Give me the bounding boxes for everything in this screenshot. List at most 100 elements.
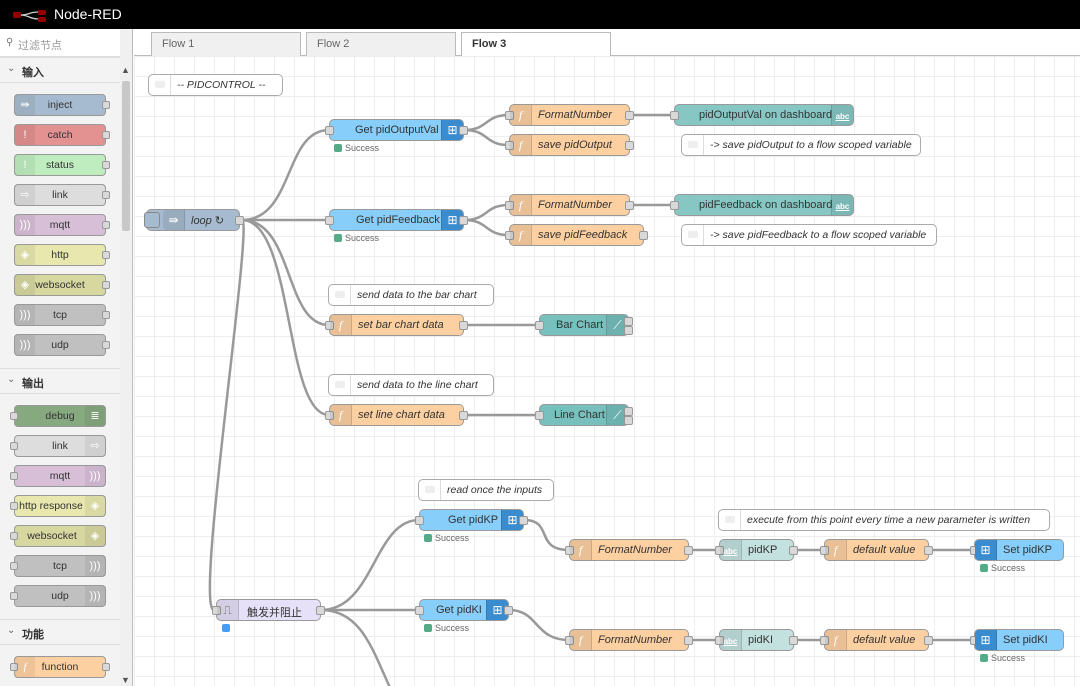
output-port[interactable]	[684, 636, 693, 645]
pidki-input-node[interactable]: abc pidKI	[715, 629, 798, 651]
comment-read-once[interactable]: read once the inputs	[418, 479, 554, 501]
input-port[interactable]	[535, 411, 544, 420]
input-port[interactable]	[212, 606, 221, 615]
palette-node-http-in[interactable]: ◈ http	[14, 244, 110, 266]
input-port[interactable]	[325, 411, 334, 420]
palette-node-websocket-in[interactable]: ◈ websocket	[14, 274, 110, 296]
output-port[interactable]	[235, 216, 244, 225]
pidfeedback-dashboard-node[interactable]: pidFeedback on dashboard abc	[670, 194, 854, 216]
palette-node-link-out[interactable]: link ⇨	[10, 435, 106, 457]
output-port[interactable]	[789, 546, 798, 555]
input-port[interactable]	[505, 201, 514, 210]
output-port[interactable]	[624, 407, 633, 416]
input-port[interactable]	[325, 126, 334, 135]
palette-node-status[interactable]: ! status	[14, 154, 110, 176]
output-port[interactable]	[459, 321, 468, 330]
input-port[interactable]	[505, 141, 514, 150]
input-port[interactable]	[670, 111, 679, 120]
output-port[interactable]	[684, 546, 693, 555]
palette-node-debug[interactable]: debug ≣	[10, 405, 106, 427]
input-port[interactable]	[325, 321, 334, 330]
line-chart-node[interactable]: Line Chart ⟋	[535, 404, 633, 426]
filter-placeholder[interactable]: 过滤节点	[18, 40, 62, 52]
output-port[interactable]	[789, 636, 798, 645]
category-output[interactable]: ⌄ 输出	[0, 368, 120, 394]
inject-button[interactable]	[144, 212, 160, 228]
default-value-ki-node[interactable]: f default value	[820, 629, 933, 651]
set-bar-chart-data-node[interactable]: f set bar chart data	[325, 314, 468, 336]
comment-save-pidfeedback[interactable]: -> save pidFeedback to a flow scoped var…	[681, 224, 937, 246]
formatnumber-ki-node[interactable]: f FormatNumber	[565, 629, 693, 651]
palette-node-mqtt-in[interactable]: ))) mqtt	[14, 214, 110, 236]
trigger-node[interactable]: ⎍ 触发并阻止	[212, 599, 325, 621]
set-pidkp-node[interactable]: ⊞ Set pidKP	[970, 539, 1064, 561]
save-pidfeedback-node[interactable]: f save pidFeedback	[505, 224, 648, 246]
scrollbar-thumb[interactable]	[122, 81, 130, 231]
pidoutputval-dashboard-node[interactable]: pidOutputVal on dashboard abc	[670, 104, 854, 126]
input-port[interactable]	[505, 111, 514, 120]
input-port[interactable]	[415, 606, 424, 615]
get-pidki-node[interactable]: Get pidKI ⊞	[415, 599, 513, 621]
input-port[interactable]	[565, 546, 574, 555]
output-port[interactable]	[924, 636, 933, 645]
input-port[interactable]	[820, 546, 829, 555]
palette-node-link-in[interactable]: ⇨ link	[14, 184, 110, 206]
flow-canvas[interactable]: -- PIDCONTROL -- -> save pidOutput to a …	[134, 56, 1080, 686]
set-pidki-node[interactable]: ⊞ Set pidKI	[970, 629, 1064, 651]
tab-flow-3[interactable]: Flow 3	[461, 32, 611, 57]
output-port[interactable]	[624, 416, 633, 425]
output-port[interactable]	[639, 231, 648, 240]
default-value-kp-node[interactable]: f default value	[820, 539, 933, 561]
output-port[interactable]	[459, 126, 468, 135]
palette-scrollbar[interactable]: ▲ ▼	[120, 29, 132, 686]
category-function[interactable]: ⌄ 功能	[0, 619, 120, 645]
comment-save-pidoutput[interactable]: -> save pidOutput to a flow scoped varia…	[681, 134, 921, 156]
formatnumber-kp-node[interactable]: f FormatNumber	[565, 539, 693, 561]
output-port[interactable]	[316, 606, 325, 615]
palette-node-udp-in[interactable]: ))) udp	[14, 334, 110, 356]
output-port[interactable]	[625, 201, 634, 210]
chevron-down-icon[interactable]: ▼	[121, 675, 130, 685]
formatnumber-node-2[interactable]: f FormatNumber	[505, 194, 634, 216]
input-port[interactable]	[820, 636, 829, 645]
palette-node-http-response[interactable]: http response ◈	[10, 495, 106, 517]
comment-line-chart[interactable]: send data to the line chart	[328, 374, 494, 396]
inject-loop-node[interactable]: ⇛ loop ↻	[144, 209, 244, 231]
output-port[interactable]	[459, 411, 468, 420]
get-pidoutputval-node[interactable]: Get pidOutputVal ⊞	[325, 119, 468, 141]
palette-node-udp-out[interactable]: udp )))	[10, 585, 106, 607]
set-line-chart-data-node[interactable]: f set line chart data	[325, 404, 468, 426]
input-port[interactable]	[415, 516, 424, 525]
palette-node-inject[interactable]: ⇛ inject	[14, 94, 110, 116]
input-port[interactable]	[535, 321, 544, 330]
palette-node-mqtt-out[interactable]: mqtt )))	[10, 465, 106, 487]
comment-bar-chart[interactable]: send data to the bar chart	[328, 284, 494, 306]
palette-node-tcp-in[interactable]: ))) tcp	[14, 304, 110, 326]
palette-filter[interactable]: ⚲ 过滤节点	[0, 29, 132, 57]
output-port[interactable]	[459, 216, 468, 225]
output-port[interactable]	[504, 606, 513, 615]
input-port[interactable]	[565, 636, 574, 645]
category-input[interactable]: ⌄ 输入	[0, 57, 120, 83]
tab-flow-1[interactable]: Flow 1	[151, 32, 301, 56]
output-port[interactable]	[519, 516, 528, 525]
input-port[interactable]	[670, 201, 679, 210]
output-port[interactable]	[625, 141, 634, 150]
comment-execute-from[interactable]: execute from this point every time a new…	[718, 509, 1050, 531]
output-port[interactable]	[924, 546, 933, 555]
output-port[interactable]	[625, 111, 634, 120]
input-port[interactable]	[715, 546, 724, 555]
formatnumber-node-1[interactable]: f FormatNumber	[505, 104, 634, 126]
palette-node-tcp-out[interactable]: tcp )))	[10, 555, 106, 577]
comment-pidcontrol[interactable]: -- PIDCONTROL --	[148, 74, 283, 96]
pidkp-input-node[interactable]: abc pidKP	[715, 539, 798, 561]
save-pidoutput-node[interactable]: f save pidOutput	[505, 134, 634, 156]
input-port[interactable]	[325, 216, 334, 225]
output-port[interactable]	[624, 326, 633, 335]
bar-chart-node[interactable]: Bar Chart ⟋	[535, 314, 633, 336]
get-pidfeedback-node[interactable]: Get pidFeedback ⊞	[325, 209, 468, 231]
get-pidkp-node[interactable]: Get pidKP ⊞	[415, 509, 528, 531]
input-port[interactable]	[505, 231, 514, 240]
chevron-up-icon[interactable]: ▲	[121, 65, 130, 75]
tab-flow-2[interactable]: Flow 2	[306, 32, 456, 56]
